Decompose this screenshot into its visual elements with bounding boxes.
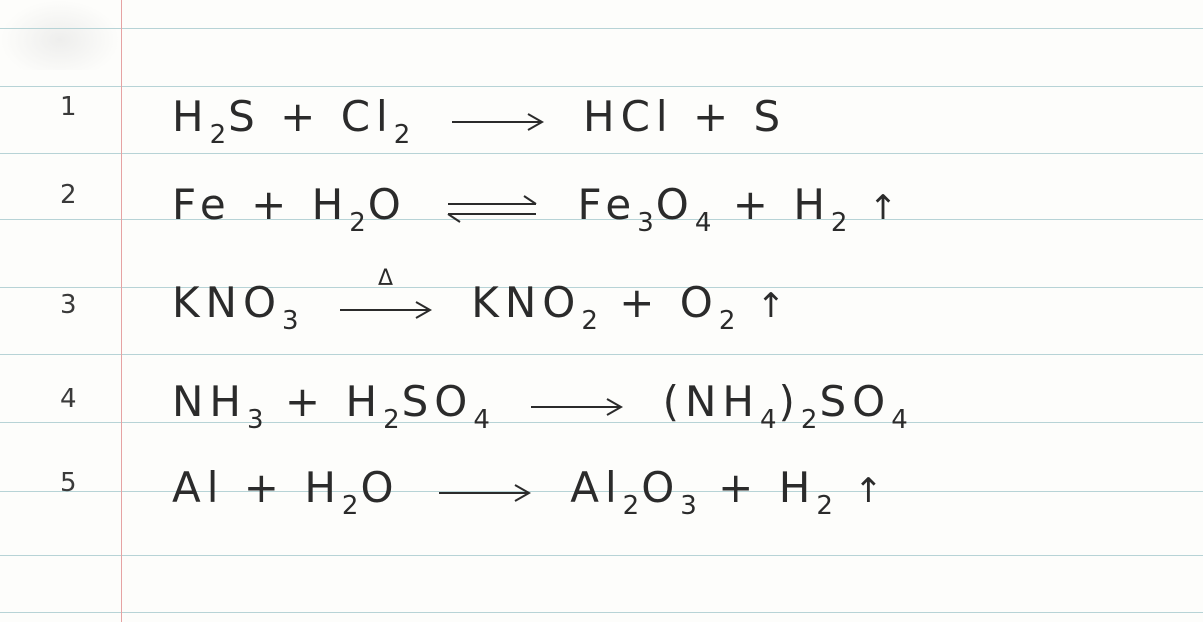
equilibrium-arrow (444, 186, 540, 230)
reaction-arrow (529, 383, 625, 427)
plus-sign: + (243, 463, 285, 512)
ruled-line (0, 612, 1203, 613)
product: S (753, 92, 787, 141)
heat-symbol: Δ (377, 265, 399, 291)
margin-line (121, 0, 122, 622)
reactant: Cl2 (340, 92, 413, 150)
equation-1: H2S + Cl2 HCl + S (172, 92, 787, 150)
gas-arrow-icon: ↑ (868, 188, 904, 228)
equation-5: Al + H2O Al2O3 + H2 ↑ (172, 463, 889, 521)
corner-shadow (0, 0, 120, 70)
product: HCl (583, 92, 674, 141)
product: H2 (793, 180, 850, 238)
plus-sign: + (718, 463, 760, 512)
line-number: 5 (60, 468, 77, 498)
product: H2 (778, 463, 835, 521)
reactant: H2O (311, 180, 407, 238)
product: O2 (679, 278, 738, 336)
line-number: 3 (60, 290, 77, 320)
plus-sign: + (251, 180, 293, 229)
ruled-line (0, 287, 1203, 288)
ruled-line (0, 86, 1203, 87)
reaction-arrow (450, 98, 546, 142)
gas-arrow-icon: ↑ (854, 471, 889, 511)
ruled-line (0, 555, 1203, 556)
line-number: 1 (60, 92, 77, 122)
product: (NH4)2SO4 (662, 377, 910, 435)
product: Fe3O4 (577, 180, 714, 238)
reactant: NH3 (172, 377, 266, 435)
reaction-arrow (437, 469, 533, 513)
plus-sign: + (692, 92, 735, 141)
reactant: H2S (172, 92, 261, 150)
reactant: H2SO4 (345, 377, 492, 435)
line-number: 4 (60, 384, 77, 414)
equation-2: Fe + H2O Fe3O4 + H2 ↑ (172, 180, 904, 238)
plus-sign: + (284, 377, 327, 426)
reactant: KNO3 (172, 278, 301, 336)
reactant: H2O (304, 463, 400, 521)
ruled-line (0, 422, 1203, 423)
product: KNO2 (471, 278, 600, 336)
heat-arrow: Δ (338, 266, 434, 328)
reactant: Al (172, 463, 225, 512)
equation-4: NH3 + H2SO4 (NH4)2SO4 (172, 377, 910, 435)
product: Al2O3 (570, 463, 699, 521)
ruled-line (0, 354, 1203, 355)
ruled-line (0, 491, 1203, 492)
ruled-line (0, 153, 1203, 154)
plus-sign: + (732, 180, 774, 229)
line-number: 2 (60, 180, 77, 210)
ruled-line (0, 28, 1203, 29)
plus-sign: + (619, 278, 661, 327)
equation-3: KNO3 Δ KNO2 + O2 ↑ (172, 266, 792, 337)
ruled-line (0, 219, 1203, 220)
gas-arrow-icon: ↑ (756, 286, 792, 326)
plus-sign: + (280, 92, 322, 141)
reactant: Fe (172, 180, 232, 229)
